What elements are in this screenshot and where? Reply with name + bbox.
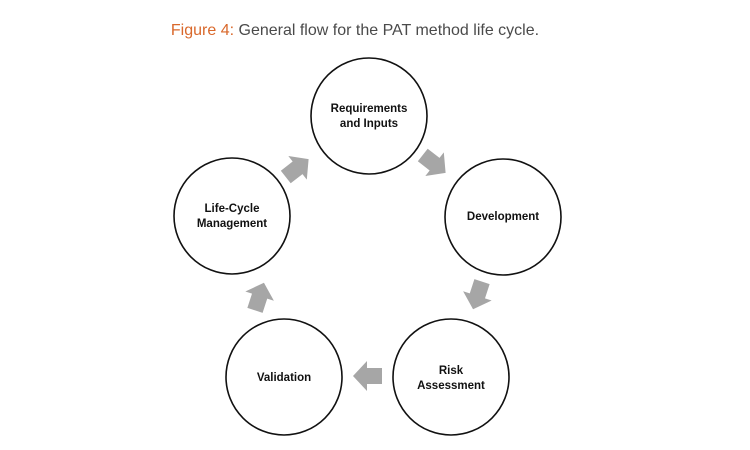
figure-title-text: General flow for the PAT method life cyc… xyxy=(234,22,540,39)
node-label: Life-Cycle xyxy=(205,203,260,215)
node-validation: Validation xyxy=(225,318,343,436)
node-risk-assessment: Risk Assessment xyxy=(392,318,510,436)
arrow-validation-to-life-cycle xyxy=(245,282,274,313)
node-life-cycle-management: Life-Cycle Management xyxy=(173,157,291,275)
figure-title: Figure 4: General flow for the PAT metho… xyxy=(0,21,710,41)
node-label: Assessment xyxy=(417,380,485,392)
node-label: Risk xyxy=(439,365,464,377)
flow-arrow-icon xyxy=(280,155,309,184)
flow-arrow-icon xyxy=(463,279,492,310)
flow-arrow-icon xyxy=(417,148,446,177)
figure-label: Figure 4: xyxy=(170,22,235,39)
arrow-requirements-to-development xyxy=(417,148,446,177)
node-label: Requirements xyxy=(331,103,408,115)
flow-arrow-icon xyxy=(245,282,274,313)
node-label: and Inputs xyxy=(340,118,398,130)
arrow-risk-to-validation xyxy=(353,361,382,391)
node-label: Development xyxy=(467,211,539,223)
arrow-life-cycle-to-requirements xyxy=(280,155,309,184)
arrow-development-to-risk xyxy=(463,279,492,310)
node-label: Management xyxy=(197,218,267,230)
node-development: Development xyxy=(444,158,562,276)
node-requirements: Requirements and Inputs xyxy=(310,57,428,175)
flow-arrow-icon xyxy=(353,361,382,391)
node-label: Validation xyxy=(257,372,311,384)
